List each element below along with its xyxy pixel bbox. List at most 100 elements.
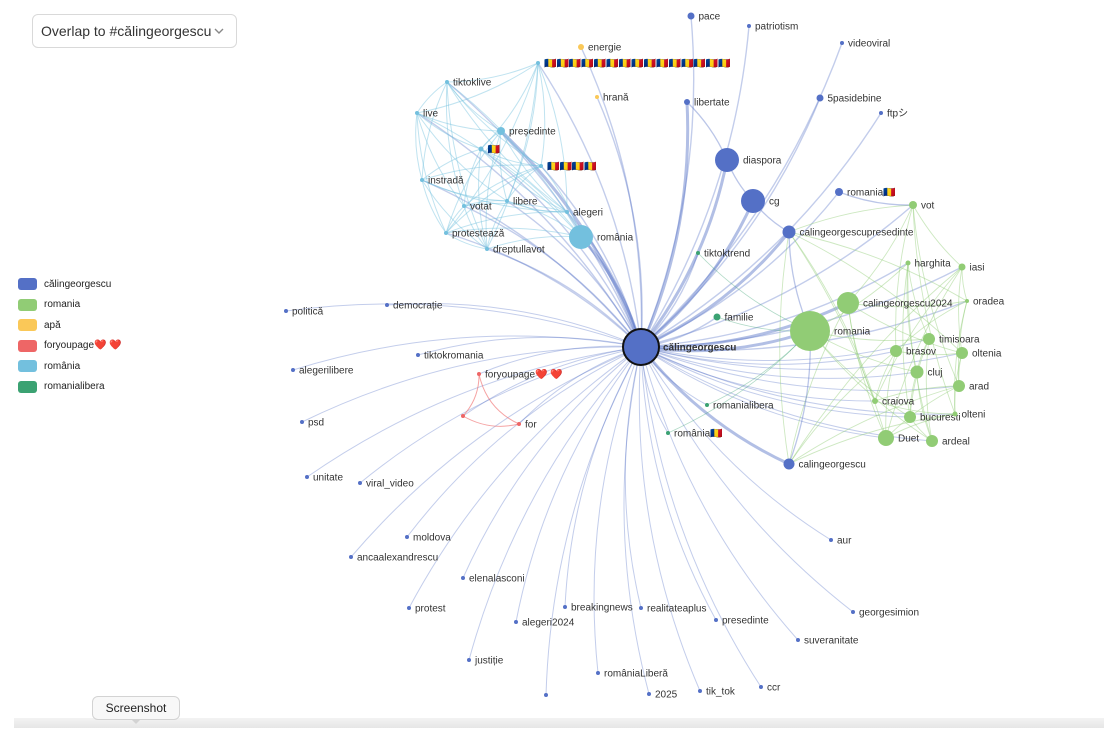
graph-node[interactable]: calingeorgescu — [783, 458, 866, 471]
graph-node-circle[interactable] — [747, 24, 751, 28]
graph-node-circle[interactable] — [910, 365, 924, 379]
graph-node[interactable]: craiova — [872, 397, 915, 408]
graph-node[interactable]: 2025 — [647, 690, 678, 701]
graph-node[interactable]: presedinte — [714, 616, 769, 627]
graph-node[interactable]: libertate — [684, 98, 730, 109]
graph-node-circle[interactable] — [783, 458, 795, 470]
graph-node-circle[interactable] — [565, 210, 569, 214]
graph-node-circle[interactable] — [467, 658, 471, 662]
graph-node-circle[interactable] — [544, 693, 548, 697]
graph-node[interactable]: calingeorgescupresedinte — [782, 225, 914, 239]
graph-node-circle[interactable] — [461, 414, 465, 418]
legend-item[interactable]: romanialibera — [18, 377, 122, 398]
graph-node-circle[interactable] — [639, 606, 643, 610]
graph-node-circle[interactable] — [407, 606, 411, 610]
graph-node[interactable]: tiktoktrend — [696, 249, 750, 260]
legend-item[interactable]: foryoupage❤️ ❤️ — [18, 336, 122, 357]
graph-node-circle[interactable] — [485, 247, 489, 251]
graph-node-circle[interactable] — [349, 555, 353, 559]
graph-node-circle[interactable] — [385, 303, 389, 307]
graph-node[interactable]: protestează — [444, 229, 505, 240]
legend-item[interactable]: apă — [18, 315, 122, 336]
graph-node[interactable]: alegerilibere — [291, 366, 354, 377]
graph-node-circle[interactable] — [300, 420, 304, 424]
graph-node-circle[interactable] — [958, 263, 966, 271]
graph-node[interactable]: suveranitate — [796, 636, 859, 647]
graph-node-circle[interactable] — [782, 225, 796, 239]
graph-node[interactable]: călingeorgescu — [622, 328, 736, 366]
graph-node-circle[interactable] — [926, 435, 938, 447]
graph-node[interactable]: brasov — [890, 345, 936, 358]
graph-node[interactable]: romania — [790, 311, 871, 351]
graph-node-circle[interactable] — [715, 148, 739, 172]
graph-node[interactable]: realitateaplus — [639, 604, 706, 615]
graph-node[interactable] — [461, 414, 465, 418]
graph-node[interactable]: olteni — [952, 410, 986, 421]
graph-node[interactable]: psd — [300, 418, 324, 429]
graph-node[interactable]: elenalasconi — [461, 574, 525, 585]
graph-node-circle[interactable] — [666, 431, 670, 435]
graph-node[interactable]: hrană — [595, 93, 629, 104]
graph-node[interactable]: 🇷🇴🇷🇴🇷🇴🇷🇴 — [539, 161, 597, 173]
graph-node[interactable]: familie — [713, 313, 754, 324]
graph-node-circle[interactable] — [358, 481, 362, 485]
graph-node[interactable]: dreptullavot — [485, 245, 545, 256]
graph-node[interactable]: georgesimion — [851, 608, 919, 619]
graph-node[interactable]: for — [517, 420, 537, 431]
graph-node-circle[interactable] — [405, 535, 409, 539]
graph-node[interactable]: președinte — [497, 127, 556, 138]
graph-node-circle[interactable] — [696, 251, 700, 255]
graph-node-circle[interactable] — [904, 411, 916, 423]
graph-node-circle[interactable] — [595, 95, 599, 99]
graph-node[interactable]: politică — [284, 307, 324, 318]
graph-node-circle[interactable] — [647, 692, 651, 696]
graph-node[interactable]: calingeorgescu2024 — [837, 292, 953, 314]
graph-node[interactable]: moldova — [405, 533, 451, 544]
graph-node[interactable]: tiktokromania — [416, 351, 484, 362]
graph-node-circle[interactable] — [478, 146, 484, 152]
graph-node-circle[interactable] — [956, 347, 968, 359]
graph-node[interactable]: viral_video — [358, 479, 414, 490]
graph-node-circle[interactable] — [837, 292, 859, 314]
graph-node[interactable]: romanialibera — [705, 401, 774, 412]
graph-node-circle[interactable] — [952, 411, 958, 417]
graph-node[interactable]: videoviral — [840, 39, 890, 50]
graph-node[interactable]: cg — [741, 189, 780, 213]
graph-node-circle[interactable] — [890, 345, 902, 357]
graph-node-circle[interactable] — [878, 430, 894, 446]
graph-node-circle[interactable] — [505, 199, 509, 203]
graph-node-circle[interactable] — [416, 353, 420, 357]
graph-node[interactable]: alegeri2024 — [514, 618, 575, 629]
graph-node[interactable]: alegeri — [565, 208, 603, 219]
graph-node-circle[interactable] — [305, 475, 309, 479]
graph-node-circle[interactable] — [462, 204, 466, 208]
graph-node-circle[interactable] — [879, 111, 883, 115]
graph-node[interactable]: iasi — [958, 263, 985, 274]
graph-node-circle[interactable] — [759, 685, 763, 689]
graph-node[interactable]: bucuresti — [904, 411, 961, 424]
graph-node-circle[interactable] — [713, 313, 721, 321]
graph-node-circle[interactable] — [415, 111, 419, 115]
graph-node[interactable]: românia — [569, 225, 634, 249]
graph-node-circle[interactable] — [514, 620, 518, 624]
graph-node-circle[interactable] — [687, 12, 695, 20]
graph-node-circle[interactable] — [291, 368, 295, 372]
graph-node[interactable]: romania🇷🇴 — [835, 187, 896, 199]
graph-node[interactable]: breakingnews — [563, 603, 633, 614]
graph-node[interactable]: oradea — [965, 297, 1005, 308]
graph-node-circle[interactable] — [741, 189, 765, 213]
graph-node-circle[interactable] — [835, 188, 843, 196]
graph-node-circle[interactable] — [517, 422, 521, 426]
graph-node[interactable]: arad — [953, 380, 989, 393]
graph-node[interactable]: energie — [578, 43, 622, 54]
graph-node-circle[interactable] — [905, 260, 911, 266]
graph-node[interactable]: timisoara — [923, 333, 980, 346]
graph-node[interactable]: pace — [687, 12, 721, 23]
graph-node[interactable] — [544, 693, 548, 697]
graph-node-circle[interactable] — [923, 333, 935, 345]
graph-node[interactable]: votat — [462, 202, 492, 213]
screenshot-button[interactable]: Screenshot — [92, 696, 180, 720]
graph-node[interactable]: tiktoklive — [445, 78, 492, 89]
graph-node-circle[interactable] — [965, 299, 969, 303]
